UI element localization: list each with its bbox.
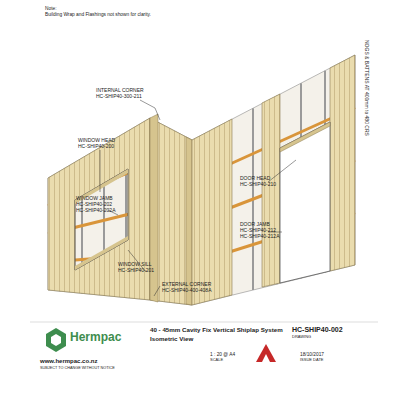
callout-label: SUBJECT TO CHANGE WITHOUT NOTICE — [40, 366, 115, 370]
callout-label: www.hermpac.co.nz — [40, 358, 97, 365]
callout-label: 18/10/2017 — [300, 352, 324, 358]
callout-label: DOOR JAMB — [240, 222, 270, 228]
callout-label: HC-SHIP40-201 — [118, 268, 154, 274]
callout-label: Hermpac — [70, 331, 121, 345]
callout-label: HC-SHIP40-002 — [292, 326, 343, 334]
callout-label: HC-SHIP40-210 — [240, 182, 276, 188]
callout-label: NOGS & BATTENS AT 400mm to 480 CRS — [363, 40, 369, 136]
callout-label: HC-SHIP40-202A — [76, 208, 115, 214]
callout-label: DOOR HEAD — [240, 176, 270, 182]
callout-label: HC-SHIP40-212A — [240, 234, 279, 240]
callout-label: Building Wrap and Flashings not shown fo… — [45, 12, 151, 18]
callout-label: HC-SHIP40-200 — [78, 144, 114, 150]
callout-label: HC-SHIP40-212 — [240, 228, 276, 234]
drawing-title: 40 - 45mm Cavity Fix Vertical Shiplap Sy… — [150, 326, 283, 333]
callout-label: HC-SHIP40-400-408A — [162, 288, 211, 294]
callout-label: SCALE — [210, 358, 223, 363]
callout-label: HC-SHIP40-300-211 — [96, 94, 142, 100]
callout-label: ISSUE DATE — [300, 358, 324, 363]
callout-label: WINDOW JAMB — [76, 196, 113, 202]
callout-label: 1 : 20 @ A4 — [210, 352, 235, 358]
callout-label: Isometric View — [150, 335, 193, 342]
callout-label: Note: — [45, 6, 56, 12]
callout-label: WINDOW HEAD — [78, 138, 115, 144]
callout-label: WINDOW SILL — [118, 262, 152, 268]
callout-label: EXTERNAL CORNER — [162, 282, 211, 288]
callout-label: INTERNAL CORNER — [96, 88, 144, 94]
callout-label: HC-SHIP40-202 — [76, 202, 112, 208]
callout-label: DRAWING — [292, 335, 311, 340]
